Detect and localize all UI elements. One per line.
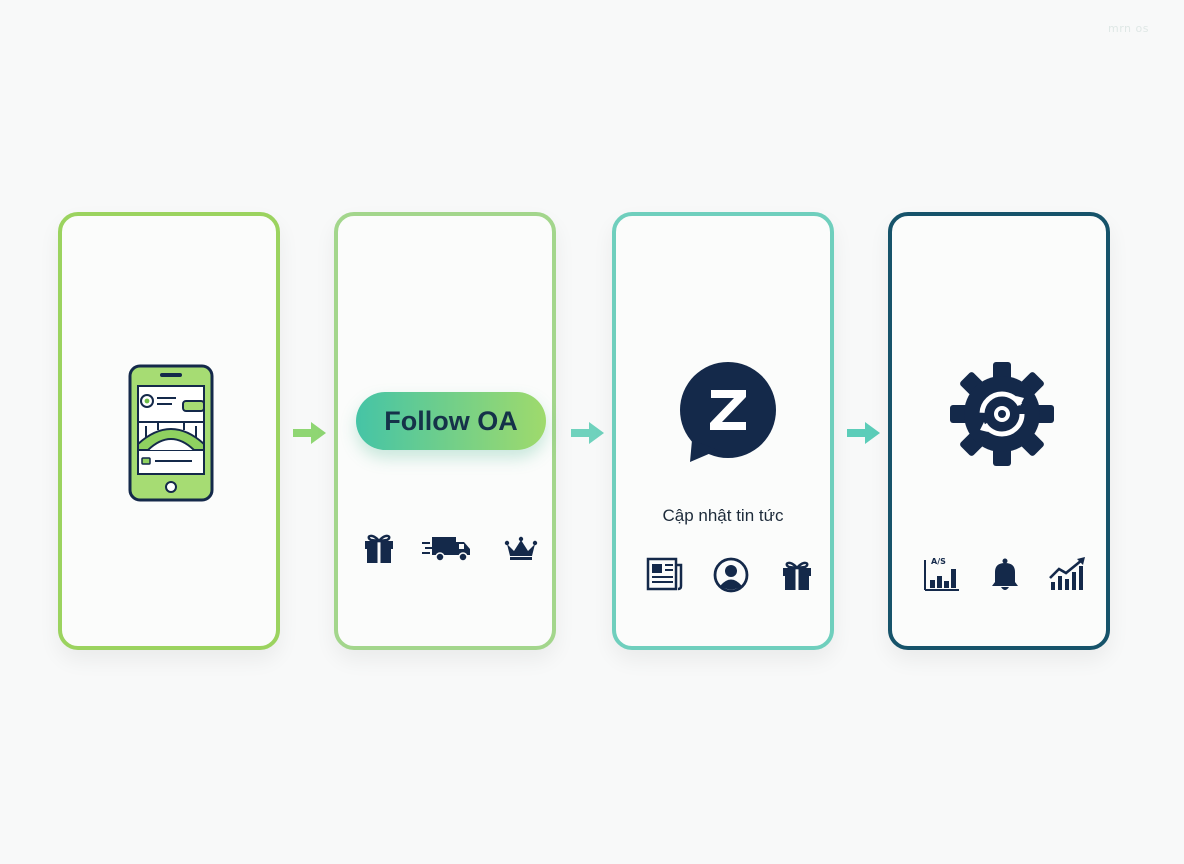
newspaper-icon: [646, 556, 684, 592]
step-3-card: Cập nhật tin tức: [612, 212, 834, 650]
arrow-right-icon: [292, 420, 328, 446]
growth-chart-icon: [1048, 556, 1088, 594]
zalo-chat-icon: [678, 362, 778, 466]
user-profile-icon: [712, 556, 750, 594]
gift-icon: [780, 556, 814, 592]
step-1-card: [58, 212, 280, 650]
ab-test-chart-icon: A/S: [922, 556, 962, 594]
gift-icon: [362, 530, 396, 564]
watermark: mrn os: [1108, 22, 1149, 35]
bell-icon: [990, 558, 1020, 592]
step-2-card: Follow OA: [334, 212, 556, 650]
news-update-caption: Cập nhật tin tức: [662, 506, 784, 525]
delivery-truck-icon: [422, 534, 472, 564]
crown-icon: [504, 536, 538, 562]
smartphone-app-icon: [128, 364, 218, 504]
gear-sync-icon: [950, 362, 1054, 466]
arrow-right-icon: [846, 420, 882, 446]
follow-oa-button[interactable]: Follow OA: [356, 392, 546, 450]
step-4-card: A/S: [888, 212, 1110, 650]
svg-text:A/S: A/S: [931, 557, 946, 566]
arrow-right-icon: [570, 420, 606, 446]
